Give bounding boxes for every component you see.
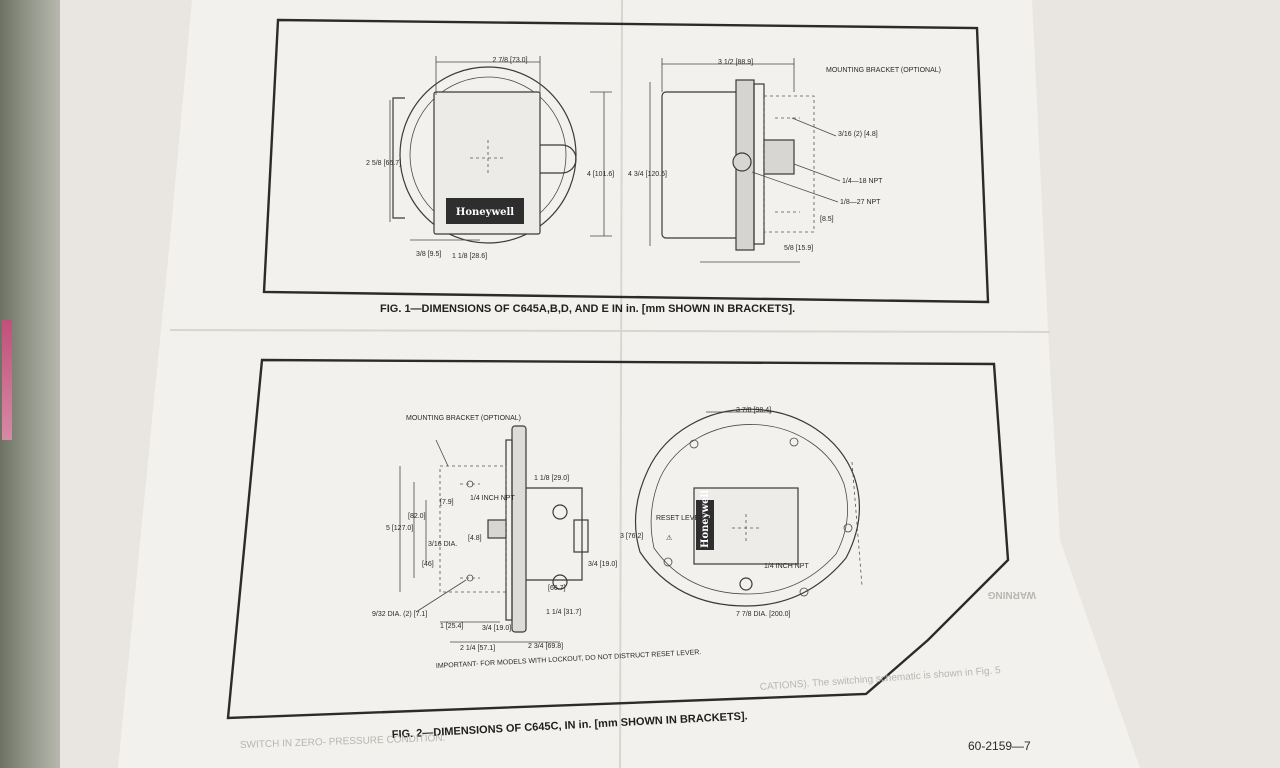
fig1-front-view: Honeywell 2 7/8 [73.0] 2 5/8 [66.7] 4 [1…	[366, 56, 614, 260]
fig1-dim-side-height: 4 3/4 [120.6]	[628, 171, 667, 178]
fig2-d7: 9/32 DIA. (2) [7.1]	[372, 611, 427, 618]
fig1-dim-small-b: 5/8 [15.9]	[784, 245, 813, 252]
fig2-d9: 3/4 [19.0]	[482, 625, 511, 632]
fig2-d12: [66.7]	[548, 585, 566, 592]
fig1-dim-hole: 3/16 (2) [4.8]	[838, 131, 878, 138]
fig2-d5: [46]	[422, 561, 434, 568]
paper	[118, 0, 1140, 768]
fold-line-h	[169, 329, 1051, 333]
fig2-d4: [4.8]	[468, 535, 482, 542]
fig2-dim-top-side: 1 1/8 [29.0]	[534, 475, 569, 482]
fig2-side-view: MOUNTING BRACKET (OPTIONAL) 1 1/8 [29.0]…	[372, 415, 617, 652]
fig2-d17: 1/4 INCH NPT	[764, 563, 809, 570]
honeywell-logo-text-1: Honeywell	[456, 207, 514, 218]
fig1-dim-top: 2 7/8 [73.0]	[492, 57, 527, 64]
fig2-d2: [82.0]	[408, 513, 426, 520]
fig1-dim-small-a: [8.5]	[820, 216, 834, 223]
page-number: 60-2159—7	[968, 739, 1031, 753]
fig1-npt2: 1/8—27 NPT	[840, 199, 881, 206]
desk-edge	[0, 0, 60, 768]
fig2-d10: 2 1/4 [57.1]	[460, 645, 495, 652]
fig2-mounting-label: MOUNTING BRACKET (OPTIONAL)	[406, 415, 521, 422]
fold-line	[619, 0, 623, 768]
fig2-frame	[226, 358, 1010, 720]
honeywell-logo-text-2: Honeywell	[700, 490, 711, 548]
red-object	[2, 320, 12, 440]
fig2-front-view: Honeywell RESET LEVER ⚠ 3 7/8 [98.4] 3 […	[620, 407, 863, 618]
fig1-side-view: 3 1/2 [88.9] 4 3/4 [120.6] MOUNTING BRAC…	[628, 58, 941, 263]
fig1-frame	[262, 18, 990, 304]
fig2-d11: 2 3/4 [69.8]	[528, 643, 563, 650]
fig2-d14: 3/4 [19.0]	[588, 561, 617, 568]
fig2-d1: [7.9]	[440, 499, 454, 506]
honeywell-logo-2	[696, 500, 714, 550]
fig1-dim-side-top: 3 1/2 [88.9]	[718, 59, 753, 66]
fig1-dim-bottom-b: 1 1/8 [28.6]	[452, 253, 487, 260]
fig1-dim-left: 2 5/8 [66.7]	[366, 160, 401, 167]
fig2-d6: 3/16 DIA.	[428, 541, 457, 548]
fig2-d16: 7 7/8 DIA. [200.0]	[736, 611, 791, 618]
figure-1: Honeywell 2 7/8 [73.0] 2 5/8 [66.7] 4 [1…	[262, 18, 990, 315]
fig1-dim-bottom-a: 3/8 [9.5]	[416, 251, 441, 258]
fig1-mounting-label: MOUNTING BRACKET (OPTIONAL)	[826, 67, 941, 74]
fig1-caption: FIG. 1—DIMENSIONS OF C645A,B,D, AND E IN…	[380, 303, 795, 315]
fig2-reset-label: RESET LEVER	[656, 515, 704, 522]
fig2-d3: 5 [127.0]	[386, 525, 413, 532]
warning-triangle-icon: ⚠	[666, 534, 672, 542]
fig2-top-front: 3 7/8 [98.4]	[736, 407, 771, 414]
fig2-d8: 1 [25.4]	[440, 623, 463, 630]
fig1-npt1: 1/4—18 NPT	[842, 178, 883, 185]
honeywell-logo-1	[446, 198, 524, 224]
fig2-npt: 1/4 INCH NPT	[470, 495, 515, 502]
fig2-d15: 3 [76.2]	[620, 533, 643, 540]
fig1-dim-right: 4 [101.6]	[587, 171, 614, 178]
backside-warning: WARNING	[987, 589, 1036, 600]
fig2-d13: 1 1/4 [31.7]	[546, 609, 581, 616]
